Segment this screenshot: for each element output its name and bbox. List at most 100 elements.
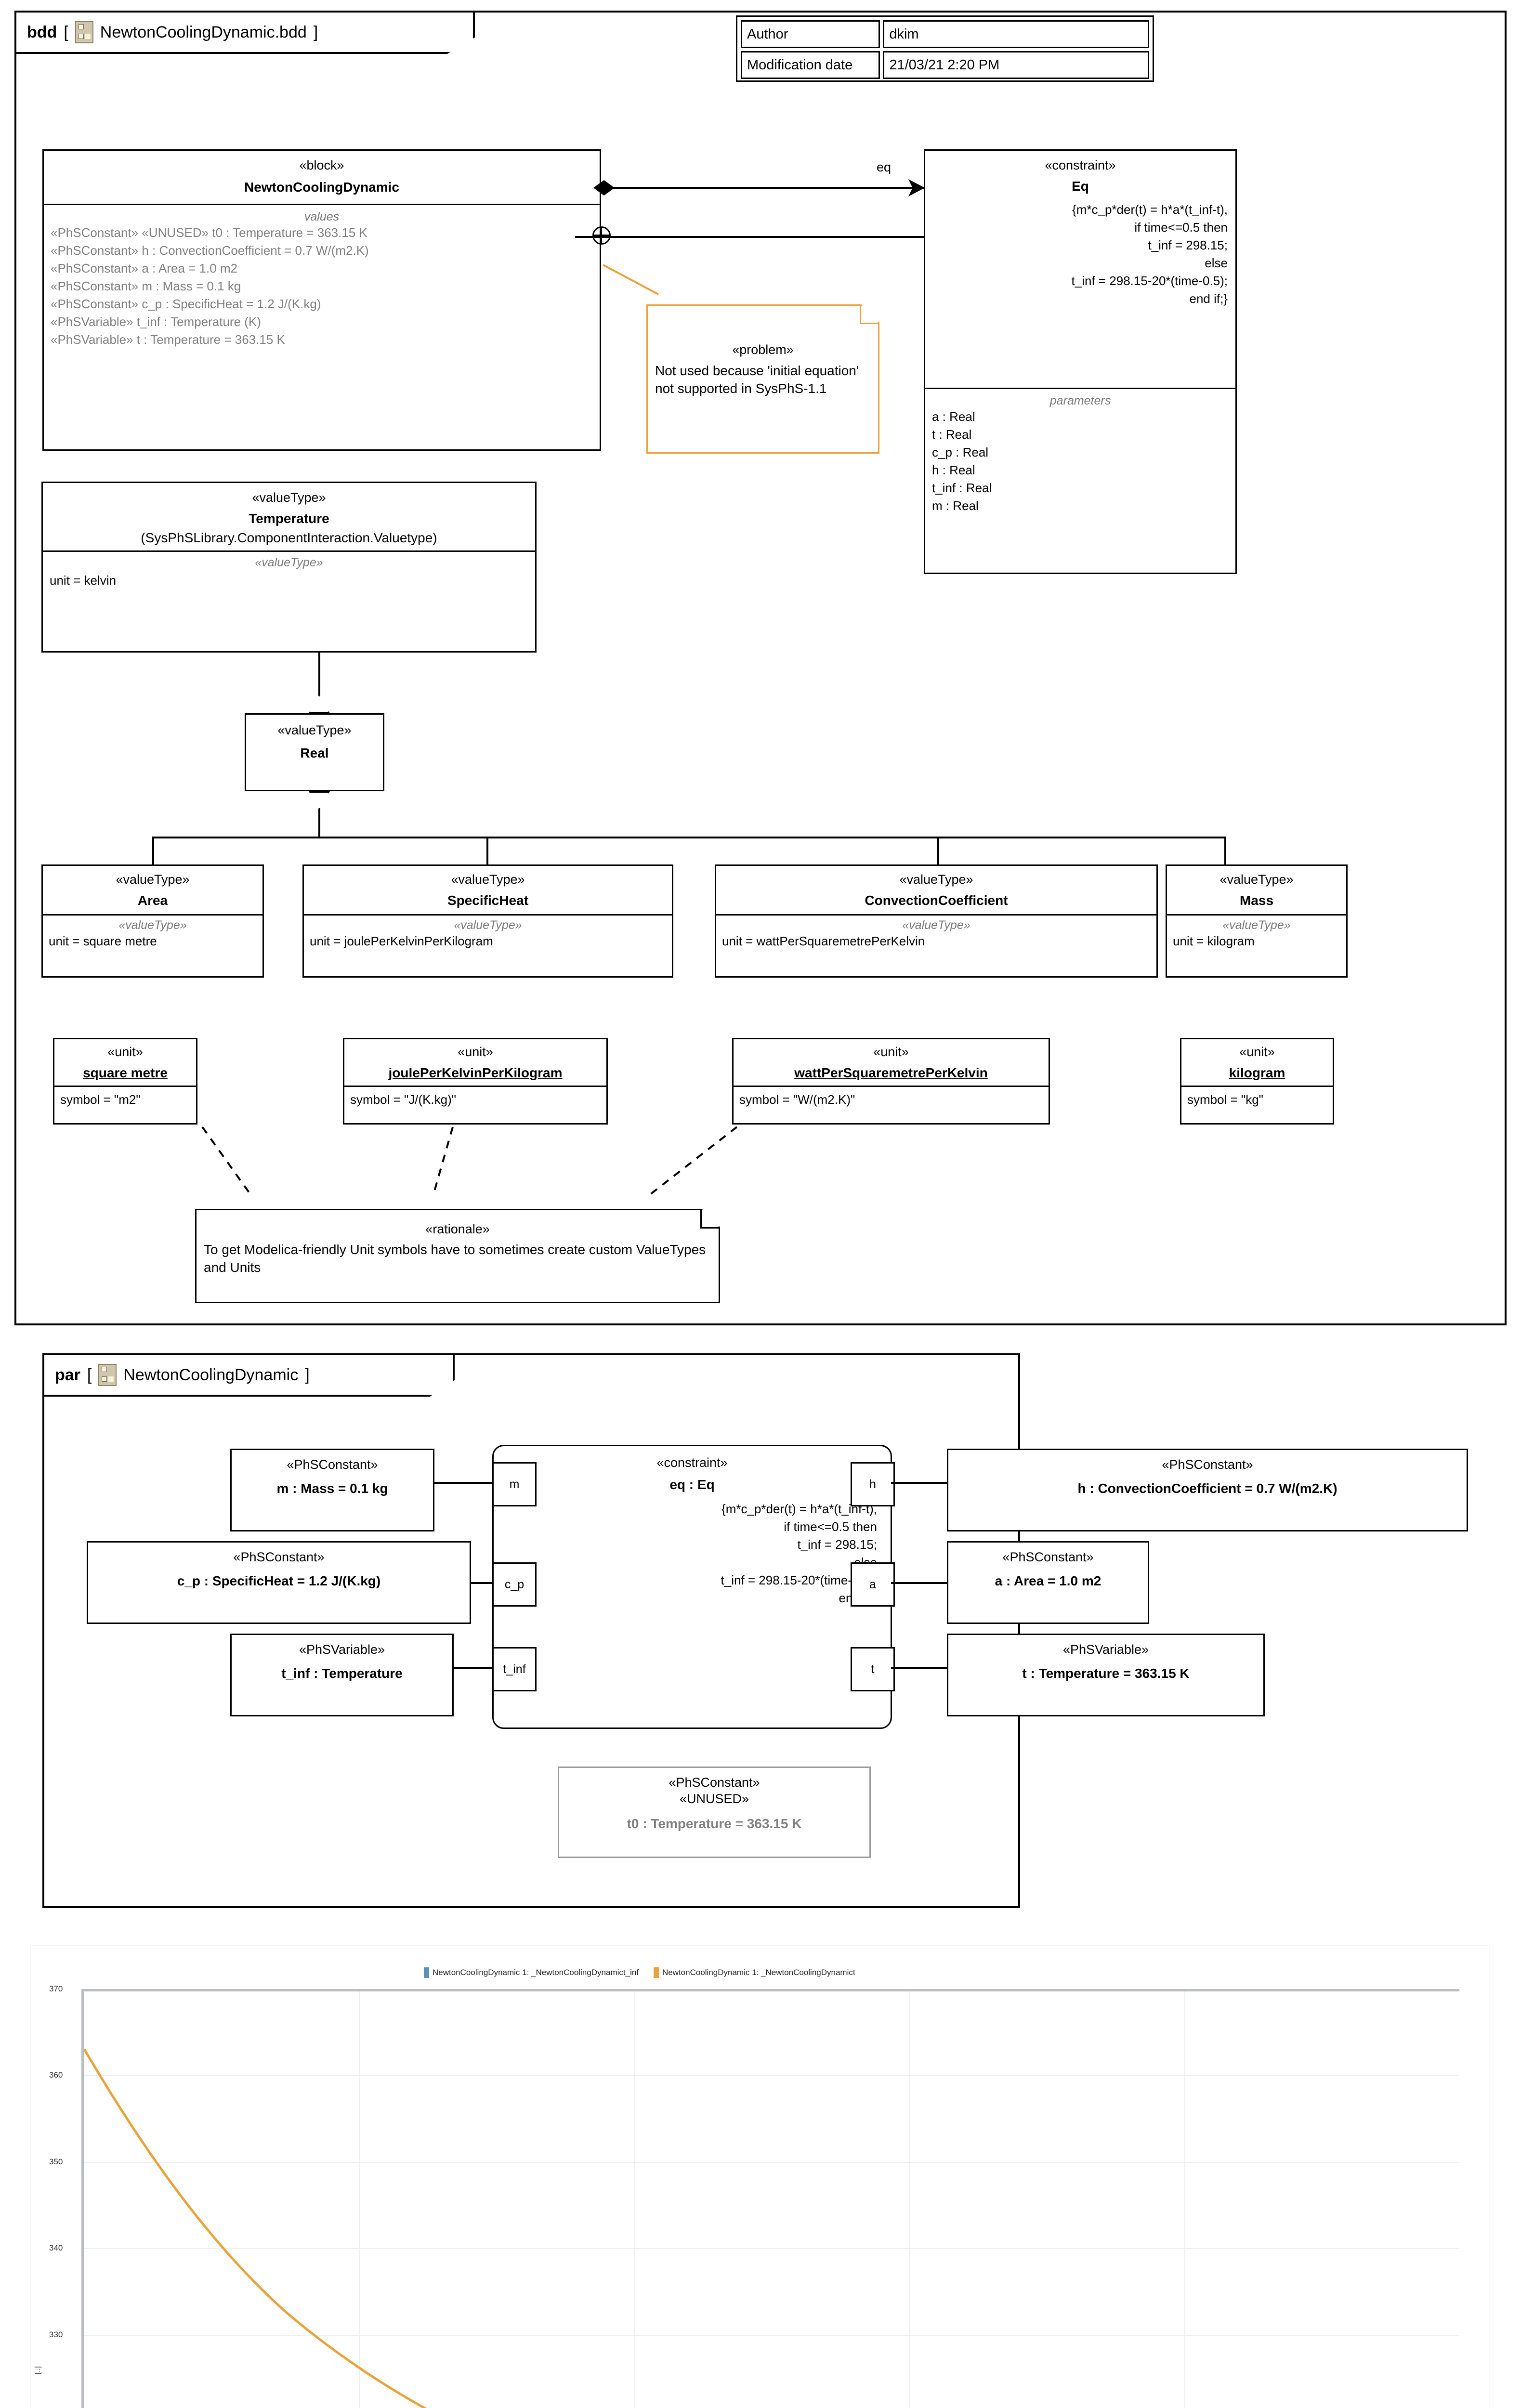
valuetype-unit: unit = kilogram [1173, 934, 1255, 949]
problem-note-stereotype: «problem» [732, 342, 794, 357]
values-compartment-label: values [304, 210, 340, 224]
unit-watt-per-squaremetre-per-kelvin[interactable]: «unit» wattPerSquaremetrePerKelvin symbo… [732, 1038, 1050, 1125]
value-property: «PhSVariable» t_inf : Temperature (K) [51, 314, 261, 329]
port-a[interactable]: a [851, 1562, 895, 1607]
valuetype-mass[interactable]: «valueType» Mass «valueType» unit = kilo… [1166, 864, 1348, 978]
par-diagram-name: NewtonCoolingDynamic [123, 1365, 299, 1384]
port-t[interactable]: t [851, 1647, 895, 1691]
par-diagram-icon [98, 1364, 117, 1386]
legend-label-t: NewtonCoolingDynamic 1: _NewtonCoolingDy… [662, 1968, 855, 1977]
gridline-h [84, 2248, 1459, 2249]
constraint-eq[interactable]: «constraint» Eq {m*c_p*der(t) = h*a*(t_i… [924, 149, 1237, 574]
metadata-table: Author dkim Modification date 21/03/21 2… [736, 15, 1154, 82]
association-eq-label: eq [877, 160, 892, 174]
binding-connector-t [891, 1667, 947, 1669]
par-property-c-p[interactable]: «PhSConstant» c_p : SpecificHeat = 1.2 J… [87, 1541, 471, 1624]
par-property-a[interactable]: «PhSConstant» a : Area = 1.0 m2 [947, 1541, 1149, 1624]
y-tick-label: 330 [49, 2330, 63, 2339]
gridline-h [84, 2162, 1459, 2163]
value-property: «PhSConstant» a : Area = 1.0 m2 [51, 261, 238, 275]
generalization-line [318, 653, 320, 696]
real-name: Real [300, 745, 329, 760]
par-property-t[interactable]: «PhSVariable» t : Temperature = 363.15 K [947, 1634, 1265, 1716]
valuetype-temperature[interactable]: «valueType» Temperature (SysPhSLibrary.C… [41, 482, 537, 653]
rationale-leader-lines [201, 1126, 738, 1195]
valuetype-unit: unit = square metre [49, 934, 157, 949]
series-t-line [84, 2048, 427, 2408]
unit-name: kilogram [1229, 1065, 1285, 1080]
valuetype-compartment-label: «valueType» [454, 918, 522, 932]
author-label: Author [741, 20, 880, 48]
value-property: «PhSConstant» «UNUSED» t0 : Temperature … [51, 225, 367, 240]
unit-square-metre[interactable]: «unit» square metre symbol = "m2" [53, 1038, 197, 1125]
block-name: NewtonCoolingDynamic [244, 179, 399, 195]
valuetype-stereotype: «valueType» [899, 872, 973, 887]
rationale-note-stereotype: «rationale» [425, 1222, 490, 1236]
block-newtoncoolingdynamic[interactable]: «block» NewtonCoolingDynamic values «PhS… [42, 149, 601, 451]
par-property-m[interactable]: «PhSConstant» m : Mass = 0.1 kg [230, 1449, 434, 1531]
property-stereotype: «PhSConstant» [669, 1775, 760, 1790]
valuetype-real[interactable]: «valueType» Real [245, 713, 384, 791]
problem-note-text: Not used because 'initial equation' not … [655, 363, 859, 396]
y-tick-label: 360 [49, 2070, 63, 2080]
gridline-v [634, 1989, 635, 2408]
modification-date-label: Modification date [741, 51, 880, 79]
y-axis: 370 360 350 340 330 320 310 300 290 280 … [30, 1946, 117, 2408]
legend-swatch-t-inf [424, 1967, 429, 1978]
gridline-v [1184, 1989, 1185, 2408]
chart-series-svg [84, 2048, 427, 2408]
property-stereotype: «PhSConstant» [287, 1457, 378, 1472]
gridline-h [84, 2335, 1459, 2336]
simulation-chart [30, 1946, 1490, 2408]
association-eq-line [601, 187, 924, 189]
valuetype-convectioncoefficient[interactable]: «valueType» ConvectionCoefficient «value… [715, 864, 1158, 978]
problem-note: «problem» Not used because 'initial equa… [646, 304, 879, 454]
valuetype-name: SpecificHeat [447, 892, 529, 908]
generalization-drop [486, 837, 488, 865]
legend-label-t-inf: NewtonCoolingDynamic 1: _NewtonCoolingDy… [433, 1968, 639, 1977]
unit-joule-per-kelvin-per-kilogram[interactable]: «unit» joulePerKelvinPerKilogram symbol … [343, 1038, 608, 1125]
par-constraint-expression: {m*c_p*der(t) = h*a*(t_inf-t), if time<=… [721, 1502, 877, 1605]
value-property: «PhSVariable» t : Temperature = 363.15 K [51, 332, 285, 347]
bdd-diagram-name: NewtonCoolingDynamic.bdd [100, 23, 307, 41]
gridline-v [909, 1989, 910, 2408]
property-name: h : ConvectionCoefficient = 0.7 W/(m2.K) [1077, 1480, 1337, 1496]
valuetype-stereotype: «valueType» [252, 490, 326, 505]
property-stereotype: «PhSConstant» [1162, 1457, 1253, 1472]
par-property-t-inf[interactable]: «PhSVariable» t_inf : Temperature [230, 1634, 454, 1716]
valuetype-stereotype: «valueType» [451, 872, 525, 887]
par-property-h[interactable]: «PhSConstant» h : ConvectionCoefficient … [947, 1449, 1468, 1531]
constraint-parameter: m : Real [932, 498, 979, 513]
value-property: «PhSConstant» c_p : SpecificHeat = 1.2 J… [51, 296, 321, 311]
par-property-t0-unused[interactable]: «PhSConstant» «UNUSED» t0 : Temperature … [558, 1767, 871, 1858]
property-stereotype: «PhSConstant» [1002, 1550, 1094, 1564]
y-tick-label: 340 [49, 2243, 63, 2252]
valuetype-specificheat[interactable]: «valueType» SpecificHeat «valueType» uni… [302, 864, 673, 978]
constraint-parameter: h : Real [932, 462, 975, 477]
valuetype-qualified-name: (SysPhSLibrary.ComponentInteraction.Valu… [141, 530, 437, 546]
generalization-trunk [318, 809, 320, 838]
port-t-inf[interactable]: t_inf [492, 1647, 537, 1691]
constraint-parameter: a : Real [932, 409, 975, 424]
bdd-frame-header: bdd [ NewtonCoolingDynamic.bdd ] [14, 11, 475, 54]
valuetype-compartment-label: «valueType» [118, 918, 187, 932]
unit-stereotype: «unit» [1239, 1045, 1275, 1059]
valuetype-area[interactable]: «valueType» Area «valueType» unit = squa… [41, 864, 264, 978]
port-c-p[interactable]: c_p [492, 1562, 537, 1607]
bdd-keyword: bdd [27, 23, 57, 41]
rationale-note: «rationale» To get Modelica-friendly Uni… [195, 1209, 720, 1303]
unit-name: joulePerKelvinPerKilogram [388, 1065, 563, 1080]
port-m[interactable]: m [492, 1462, 537, 1506]
constraint-stereotype: «constraint» [1045, 158, 1116, 172]
valuetype-name: Temperature [249, 510, 329, 526]
unit-stereotype: «unit» [107, 1045, 143, 1059]
generalization-drop [152, 837, 154, 865]
port-h[interactable]: h [851, 1462, 895, 1506]
legend-swatch-t [653, 1967, 659, 1978]
valuetype-compartment-label: «valueType» [255, 556, 323, 570]
unit-kilogram[interactable]: «unit» kilogram symbol = "kg" [1180, 1038, 1334, 1125]
par-constraint-eq[interactable]: «constraint» eq : Eq {m*c_p*der(t) = h*a… [492, 1445, 892, 1729]
unit-stereotype: «unit» [458, 1045, 493, 1059]
binding-connector-t-inf [454, 1667, 493, 1669]
valuetype-unit: unit = kelvin [50, 573, 117, 588]
